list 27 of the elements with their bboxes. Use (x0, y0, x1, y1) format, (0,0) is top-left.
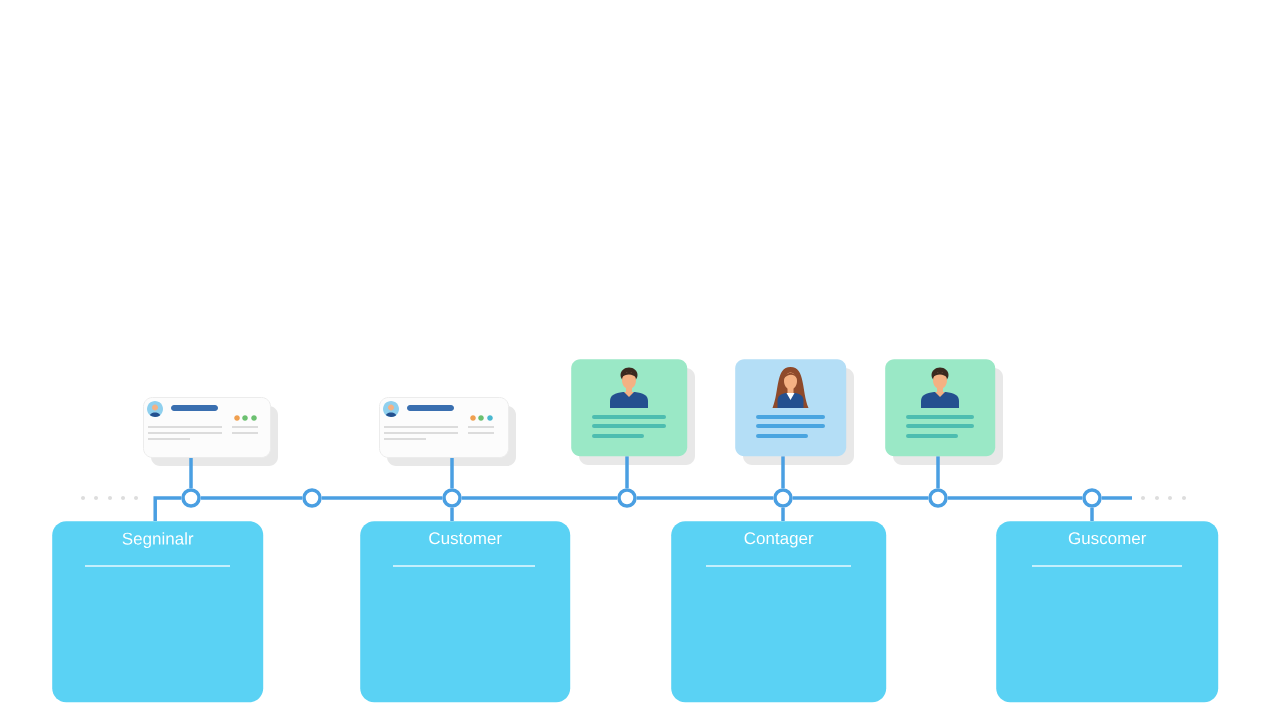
connector-line (153, 496, 182, 521)
timeline-circle (302, 488, 322, 508)
stage-box: Customer (360, 521, 571, 703)
timeline-circle (442, 488, 462, 508)
connector-line (792, 496, 929, 500)
connector-line (450, 507, 454, 521)
timeline-circle (773, 488, 793, 508)
connector-line (1101, 496, 1132, 500)
connector-line (625, 456, 629, 489)
connector-line (189, 458, 193, 489)
timeline-circle (617, 488, 637, 508)
connector-line (1090, 507, 1094, 521)
timeline-circle (928, 488, 948, 508)
connector-line (781, 507, 785, 521)
connector-line (636, 496, 774, 500)
connector-line (321, 496, 443, 500)
stage-box: Contager (671, 521, 887, 703)
connector-line (461, 496, 618, 500)
connector-line (947, 496, 1083, 500)
connector-line (781, 456, 785, 489)
connector-line (200, 496, 303, 500)
timeline-circle (1082, 488, 1102, 508)
stage-box: Segninalr (52, 521, 264, 703)
timeline-circle (181, 488, 201, 508)
connector-line (450, 458, 454, 489)
connector-line (936, 456, 940, 489)
stage-box: Guscomer (996, 521, 1219, 703)
